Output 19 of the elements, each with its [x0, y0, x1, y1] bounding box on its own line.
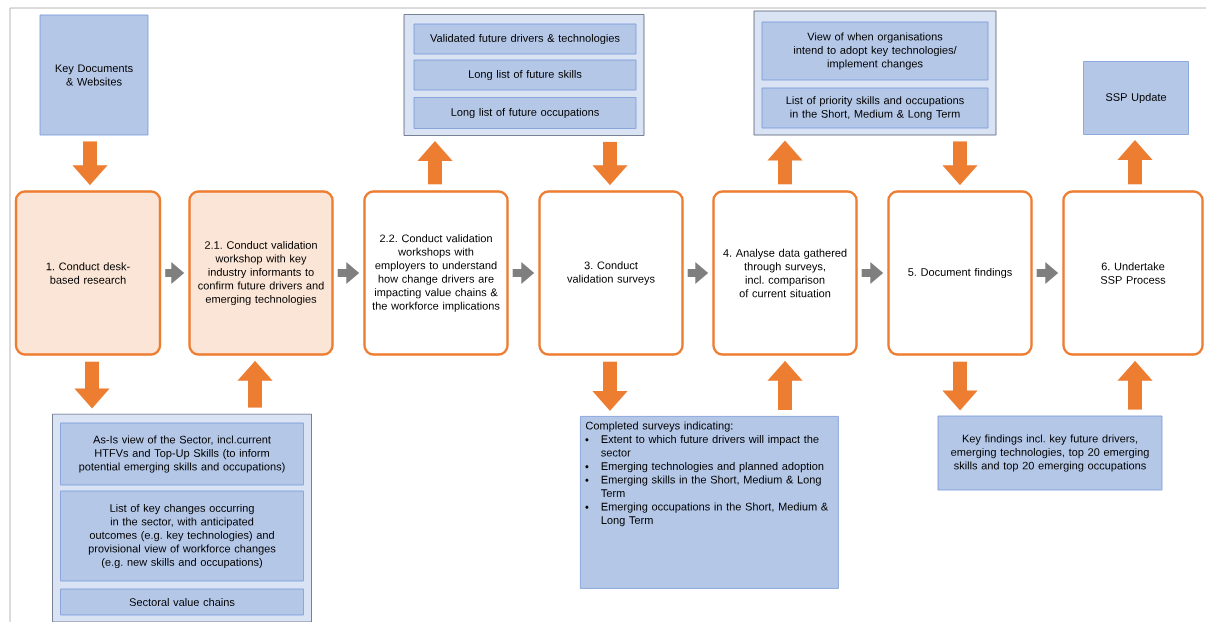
list-item-box: Long list of future skills: [413, 59, 637, 91]
process-box: 1. Conduct desk-based research: [14, 190, 162, 356]
process-box: 2.1. Conduct validation workshop with key industry informants to confirm future drivers and emerging technologies: [188, 190, 334, 356]
process-box: 6. Undertake SSP Process: [1062, 190, 1204, 356]
list-item-box: Validated future drivers & technologies: [413, 23, 637, 55]
list-item-box: List of key changes occurring in the sector, with anticipated outcomes (e.g. key technologies) and provisional view of workforce changes (e.g. new skills and occupations): [60, 490, 304, 582]
list-item-box: List of priority skills and occupations in the Short, Medium & Long Term: [761, 87, 989, 129]
list-item-box: Long list of future occupations: [413, 97, 637, 129]
list-item-box: Sectoral value chains: [60, 588, 304, 616]
process-box: 5. Document findings: [887, 190, 1033, 356]
list-item-box: View of when organisations intend to adopt key technologies/ implement changes: [761, 21, 989, 81]
document-box: Key Documents & Websites: [39, 14, 149, 136]
process-box: 4. Analyse data gathered through surveys, incl. comparison of current situation: [712, 190, 858, 356]
list-item-box: As-Is view of the Sector, incl.current HTFVs and Top-Up Skills (to inform potential emerging skills and occupations): [60, 422, 304, 486]
document-box: SSP Update: [1083, 61, 1189, 135]
process-box: 2.2. Conduct validation workshops with employers to understand how change drivers are impacting value chains & the workforce implications: [363, 190, 509, 356]
process-box: 3. Conduct validation surveys: [538, 190, 684, 356]
document-box: Key findings incl. key future drivers, emerging technologies, top 20 emerging skills and top 20 emerging occupations: [937, 415, 1163, 491]
list-box: Completed surveys indicating: Extent to which future drivers will impact the sector Emerging technologies and planned adoption Emerging skills in the Short, Medium & Long Term Emerging occupations in the Short, Medium & Long Term: [580, 416, 839, 589]
